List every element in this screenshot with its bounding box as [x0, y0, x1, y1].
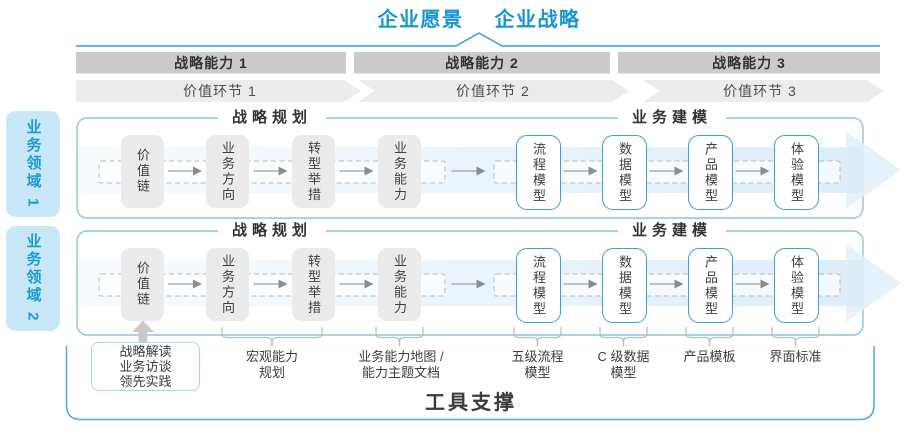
- value-chevron-2-label: 价值环节 2: [456, 83, 530, 99]
- value-chevron-1-label: 价值环节 1: [183, 83, 257, 99]
- domain2-box-process-model-label: 流程模型: [531, 254, 546, 317]
- domain1-planning-header: 战略规划: [217, 109, 327, 127]
- note-macro-capability-line-2: 规划: [258, 365, 286, 380]
- note-capability-map: 业务能力地图 / 能力主题文档: [358, 349, 443, 381]
- value-chevron-3: [643, 80, 884, 102]
- tool-support-container: [65, 346, 875, 421]
- domain-tag-2-label: 业务领域 2: [24, 233, 42, 324]
- domain2-box-value-chain-label: 价值链: [135, 261, 150, 308]
- domain2-box-data-model: 数据模型: [602, 248, 647, 323]
- strategy-insight-callout: 战略解读 业务访谈 领先实践: [91, 342, 200, 391]
- note-l5-process-model-line-2: 模型: [524, 365, 551, 380]
- value-chevron-2: [358, 80, 629, 102]
- capability-band-3: [618, 52, 880, 74]
- domain2-planning-header: 战略规划: [217, 222, 327, 240]
- vision-tent-line: [76, 32, 880, 47]
- domain2-planning-dashed-track: [98, 273, 446, 297]
- domain1-box-data-model: 数据模型: [602, 135, 647, 210]
- domain2-modeling-header: 业务建模: [617, 222, 727, 240]
- domain2-box-transformation-initiatives: 转型举措: [292, 248, 335, 321]
- domain1-box-transformation-initiatives: 转型举措: [292, 135, 335, 208]
- domain2-box-process-model: 流程模型: [516, 248, 561, 323]
- domain2-modeling-dashed-track: [493, 273, 841, 297]
- brace-product-template: [685, 327, 734, 347]
- note-c-level-data-model-line-2: 模型: [610, 365, 637, 380]
- capability-band-1: [76, 52, 346, 74]
- domain2-box-data-model-label: 数据模型: [617, 254, 632, 317]
- domain1-box-data-model-label: 数据模型: [617, 141, 632, 204]
- domain1-box-transformation-initiatives-label: 转型举措: [306, 140, 321, 203]
- note-capability-map-line-1: 业务能力地图 /: [358, 349, 444, 364]
- title-row: 企业愿景 企业战略: [24, 5, 910, 31]
- domain-tag-1-label: 业务领域 1: [24, 118, 42, 210]
- domain1-box-product-model: 产品模型: [688, 135, 733, 210]
- brace-ui-standard: [771, 327, 820, 347]
- domain2-box-business-capability: 业务能力: [378, 248, 421, 321]
- domain1-box-value-chain: 价值链: [121, 135, 164, 208]
- tool-support-label: 工具支撑: [425, 391, 517, 414]
- capability-band-2: [354, 52, 610, 74]
- domain1-box-value-chain-label: 价值链: [135, 148, 150, 195]
- domain1-box-business-direction-label: 业务方向: [220, 140, 235, 203]
- note-c-level-data-model: C 级数据 模型: [597, 349, 649, 381]
- domain1-box-business-capability-label: 业务能力: [392, 140, 407, 203]
- annotation-braces: [221, 327, 820, 347]
- callout-line-3: 领先实践: [119, 374, 172, 389]
- domain2-box-business-capability-label: 业务能力: [392, 253, 407, 316]
- brace-l5-process-model: [513, 327, 562, 347]
- domain1-box-experience-model-label: 体验模型: [789, 141, 804, 204]
- capability-band-2-label: 战略能力 2: [445, 55, 519, 71]
- domain2-box-value-chain: 价值链: [121, 248, 164, 321]
- domain1-box-process-model: 流程模型: [516, 135, 561, 210]
- domain1-step-arrowheads: [193, 166, 770, 176]
- note-capability-map-line-2: 能力主题文档: [361, 365, 441, 380]
- capability-band-1-label: 战略能力 1: [174, 55, 248, 71]
- domain1-box-business-direction: 业务方向: [206, 135, 249, 208]
- note-product-template-line-1: 产品模板: [683, 349, 736, 364]
- brace-macro-capability: [221, 327, 323, 347]
- domain2-box-experience-model-label: 体验模型: [789, 254, 804, 317]
- note-macro-capability: 宏观能力 规划: [246, 349, 298, 381]
- note-ui-standard: 界面标准: [769, 349, 821, 365]
- value-chevron-1: [76, 80, 361, 102]
- domain2-box-product-model-label: 产品模型: [703, 254, 718, 317]
- domain2-box-business-direction: 业务方向: [206, 248, 249, 321]
- note-product-template: 产品模板: [683, 349, 735, 365]
- capability-band-3-label: 战略能力 3: [712, 55, 786, 71]
- brace-c-level-data-model: [599, 327, 648, 347]
- brace-capability-map: [375, 327, 424, 347]
- domain1-modeling-dashed-track: [493, 160, 841, 184]
- enterprise-vision-title: 企业愿景: [377, 8, 464, 31]
- note-ui-standard-line-1: 界面标准: [769, 349, 822, 364]
- domain-tag-1: 业务领域 1: [6, 111, 60, 217]
- note-l5-process-model: 五级流程 模型: [511, 349, 563, 381]
- domain1-planning-dashed-track: [98, 160, 446, 184]
- domain-tag-2: 业务领域 2: [6, 226, 60, 331]
- domain1-box-product-model-label: 产品模型: [703, 141, 718, 204]
- domain1-box-experience-model: 体验模型: [774, 135, 819, 210]
- domain2-box-business-direction-label: 业务方向: [220, 253, 235, 316]
- note-l5-process-model-line-1: 五级流程: [511, 349, 564, 364]
- domain2-box-transformation-initiatives-label: 转型举措: [306, 253, 321, 316]
- enterprise-strategy-title: 企业战略: [494, 8, 581, 31]
- domain2-box-experience-model: 体验模型: [774, 248, 819, 323]
- domain1-box-process-model-label: 流程模型: [531, 141, 546, 204]
- callout-line-2: 业务访谈: [119, 359, 172, 374]
- callout-up-arrow: [132, 320, 154, 343]
- note-macro-capability-line-1: 宏观能力: [245, 349, 299, 364]
- note-c-level-data-model-line-1: C 级数据: [597, 349, 650, 364]
- domain1-modeling-header: 业务建模: [617, 109, 727, 127]
- callout-line-1: 战略解读: [119, 344, 172, 359]
- domain2-box-product-model: 产品模型: [688, 248, 733, 323]
- domain1-box-business-capability: 业务能力: [378, 135, 421, 208]
- domain2-step-arrowheads: [193, 279, 770, 289]
- value-chevron-3-label: 价值环节 3: [723, 83, 797, 99]
